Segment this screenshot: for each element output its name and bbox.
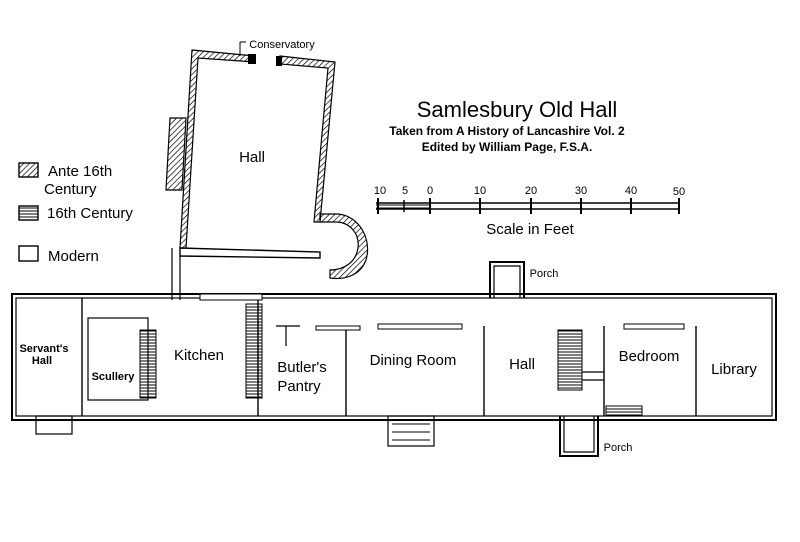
room-label-bedroom: Bedroom: [619, 348, 680, 365]
room-label-dining-room: Dining Room: [370, 352, 457, 369]
room-label-butlers-pantry-1: Butler's: [277, 359, 327, 376]
room-label-scullery: Scullery: [92, 371, 136, 383]
scale-tick-label: 50: [673, 186, 685, 198]
room-label-library: Library: [711, 361, 757, 378]
subtitle-line-1: Taken from A History of Lancashire Vol. …: [389, 124, 625, 138]
room-label-lower-hall: Hall: [509, 356, 535, 373]
scale-label: Scale in Feet: [486, 221, 574, 238]
legend-swatch-ante16: [18, 162, 39, 178]
scale-tick-label: 40: [625, 185, 637, 197]
legend: Ante 16th Century 16th Century Modern: [18, 162, 133, 265]
room-label-upper-hall: Hall: [239, 149, 265, 166]
upper-hall-walls: [165, 41, 369, 300]
legend-swatch-modern: [18, 245, 39, 262]
scale-tick-label: 5: [402, 185, 408, 197]
room-label-kitchen: Kitchen: [174, 347, 224, 364]
room-label-porch-top: Porch: [530, 268, 559, 280]
room-label-butlers-pantry-2: Pantry: [277, 378, 321, 395]
scale-tick-label: 10: [474, 185, 486, 197]
scale-tick-label: 30: [575, 185, 587, 197]
scale-tick-label: 10: [374, 185, 386, 197]
diagram-title: Samlesbury Old Hall: [417, 97, 618, 122]
staircases: [139, 303, 643, 417]
legend-modern-label: Modern: [48, 248, 99, 265]
room-label-servants-hall-2: Hall: [32, 355, 52, 367]
room-label-conservatory: Conservatory: [249, 39, 315, 51]
room-label-servants-hall-1: Servant's: [19, 343, 68, 355]
legend-ante16-label-2: Century: [44, 181, 97, 198]
scale-tick-label: 20: [525, 185, 537, 197]
scale-tick-label: 0: [427, 185, 433, 197]
legend-swatch-16th: [18, 205, 39, 221]
room-label-porch-bottom: Porch: [604, 442, 633, 454]
legend-16th-label: 16th Century: [47, 205, 133, 222]
subtitle-line-2: Edited by William Page, F.S.A.: [422, 140, 593, 154]
scale-bar: 10 5 0 10 20 30 40 50 Scale in Feet: [374, 185, 685, 238]
legend-ante16-label: Ante 16th: [48, 163, 112, 180]
